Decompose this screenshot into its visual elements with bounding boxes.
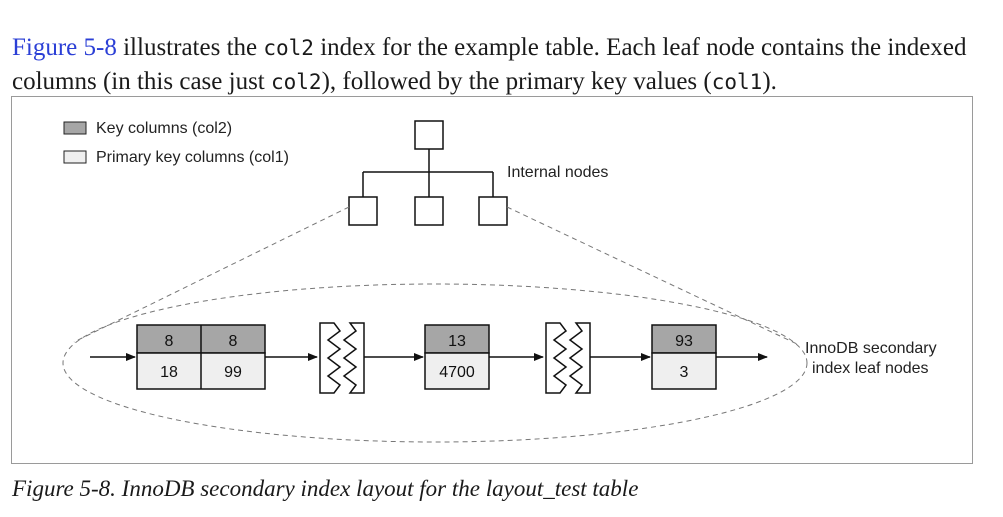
leaf-nodes-label-line1: InnoDB secondary: [805, 340, 937, 357]
paragraph-text-1: illustrates the: [116, 34, 264, 61]
code-col2-a: col2: [263, 36, 314, 60]
leaf1-pk-2: 99: [224, 364, 242, 381]
leaf-level-ellipse: [62, 283, 808, 443]
root-node: [414, 120, 444, 150]
leaf1-key-2: 8: [229, 333, 238, 350]
legend-key-swatch: [63, 121, 87, 135]
leaf-node-1: 8 8 18 99: [136, 324, 266, 390]
internal-node-tree: [348, 120, 508, 226]
figure-diagram: Key columns (col2) Primary key columns (…: [11, 96, 973, 464]
leaf2-pk-1: 4700: [439, 364, 475, 381]
internal-node-2: [414, 196, 444, 226]
leaf3-key-1: 93: [675, 333, 693, 350]
leaf-nodes-label-line2: index leaf nodes: [812, 360, 929, 377]
leaf1-key-1: 8: [165, 333, 174, 350]
figure-reference-link[interactable]: Figure 5-8: [12, 34, 117, 61]
code-col1: col1: [711, 70, 763, 94]
paragraph-text-3: ), followed by the primary key values (: [321, 68, 712, 95]
internal-nodes-label: Internal nodes: [507, 164, 608, 181]
internal-node-3: [478, 196, 508, 226]
omitted-nodes-marker-1: [319, 322, 365, 394]
leaf1-pk-1: 18: [160, 364, 178, 381]
leaf3-pk-1: 3: [680, 364, 689, 381]
leaf2-key-1: 13: [448, 333, 466, 350]
legend-key-label: Key columns (col2): [96, 120, 232, 137]
paragraph-text-2: index for the example table. Each leaf n…: [12, 34, 967, 95]
code-col2-b: col2: [271, 70, 322, 94]
leaf-node-3: 93 3: [651, 324, 717, 390]
legend-primary-swatch: [63, 150, 87, 164]
index-diagram-svg: Key columns (col2) Primary key columns (…: [62, 120, 937, 443]
figure-caption: Figure 5-8. InnoDB secondary index layou…: [12, 476, 639, 501]
legend-primary-label: Primary key columns (col1): [96, 149, 289, 166]
leaf-node-2: 13 4700: [424, 324, 490, 390]
body-paragraph: Figure 5-8 illustrates the col2 index fo…: [12, 31, 992, 99]
internal-node-1: [348, 196, 378, 226]
omitted-nodes-marker-2: [545, 322, 591, 394]
paragraph-text-4: ).: [762, 68, 777, 95]
